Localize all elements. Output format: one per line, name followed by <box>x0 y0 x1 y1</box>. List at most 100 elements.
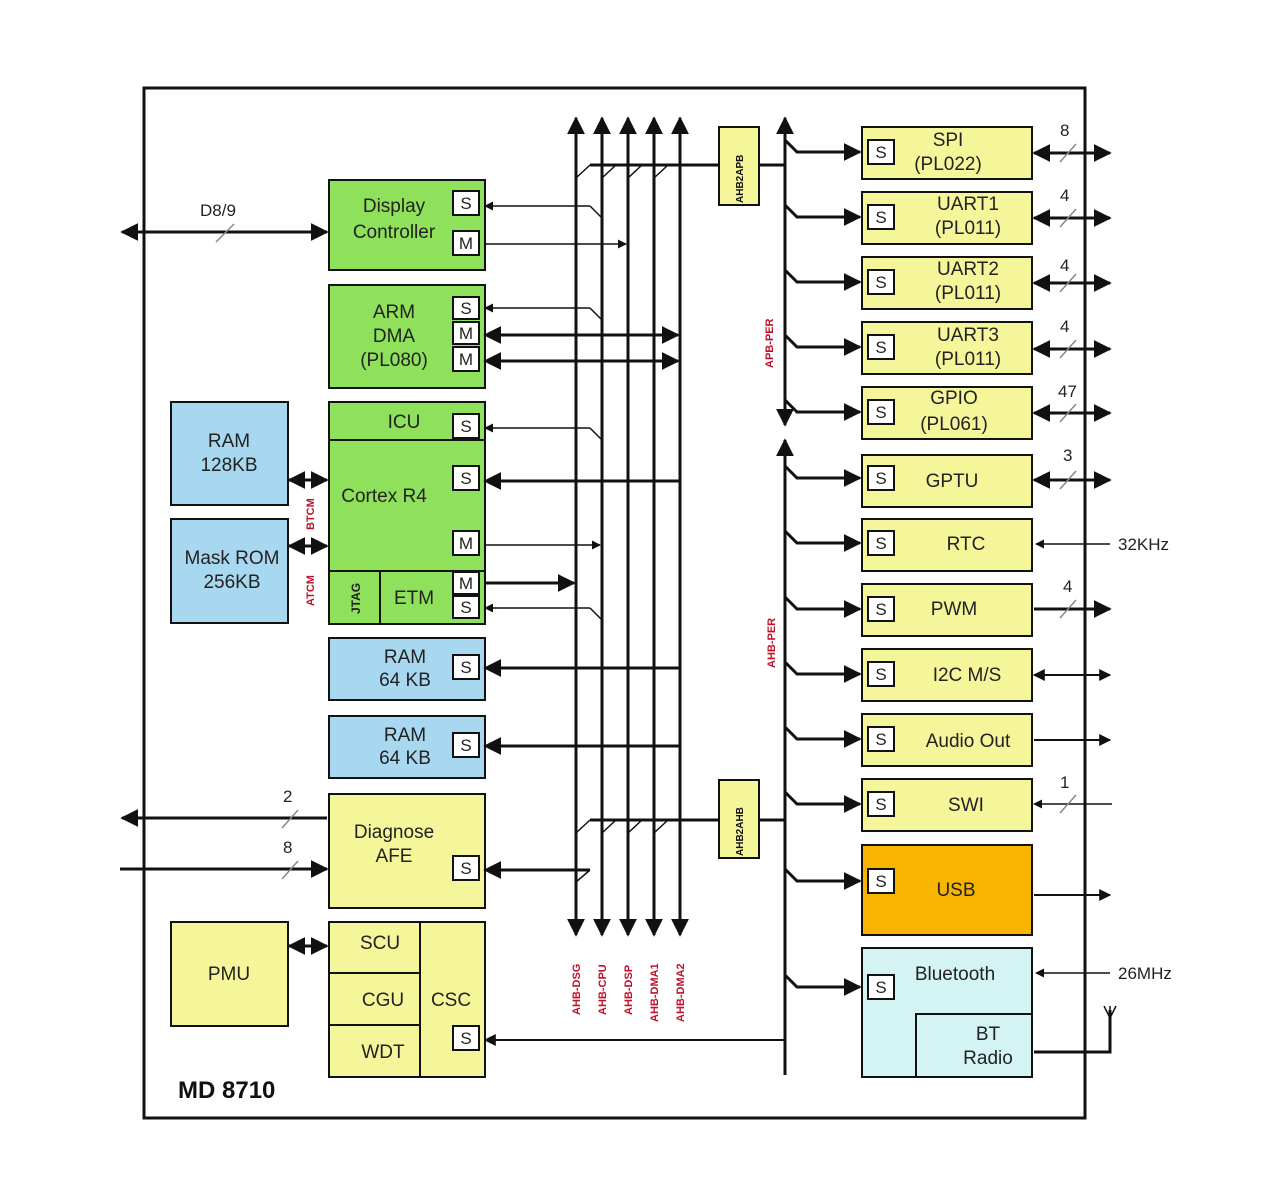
svg-text:S: S <box>875 730 886 749</box>
pmu-block <box>170 921 289 1027</box>
left-port-labels: S M S M M S S M M S S S S S <box>459 194 473 1048</box>
label-ahb-cpu: AHB-CPU <box>597 964 609 1015</box>
icu-label: ICU <box>388 412 421 433</box>
svg-text:S: S <box>875 403 886 422</box>
etm-label: ETM <box>394 588 434 609</box>
svg-text:S: S <box>875 273 886 292</box>
svg-text:(PL022): (PL022) <box>914 154 982 175</box>
svg-text:3: 3 <box>1063 446 1072 465</box>
svg-text:S: S <box>875 978 886 997</box>
svg-text:SPI: SPI <box>933 130 964 151</box>
svg-text:S: S <box>875 208 886 227</box>
left-external-signals <box>120 223 329 878</box>
diagnose-afe-block <box>328 793 486 909</box>
svg-text:4: 4 <box>1063 577 1072 596</box>
cgu-label: CGU <box>362 990 404 1011</box>
svg-text:GPTU: GPTU <box>926 471 979 492</box>
chip-frame <box>142 86 1087 1120</box>
svg-text:S: S <box>460 194 471 213</box>
mask-rom-block <box>170 518 289 624</box>
signal-diag-in: 8 <box>283 838 292 857</box>
svg-text:Audio Out: Audio Out <box>926 731 1011 752</box>
ahb-buses <box>567 116 794 1075</box>
svg-text:S: S <box>875 469 886 488</box>
svg-text:M: M <box>459 234 473 253</box>
ram-128-block <box>170 401 289 506</box>
csc-label: CSC <box>431 990 471 1011</box>
wdt-label: WDT <box>361 1042 405 1063</box>
right-labels: SPI (PL022) UART1 (PL011) UART2 (PL011) … <box>914 130 1013 1069</box>
ram-64b-label-1: RAM <box>384 725 426 746</box>
svg-text:I2C M/S: I2C M/S <box>933 665 1002 686</box>
antenna-icon <box>1103 1005 1117 1028</box>
svg-text:M: M <box>459 534 473 553</box>
display-controller-label-2: Controller <box>353 222 436 243</box>
scu-label: SCU <box>360 933 400 954</box>
label-ahb-per: AHB-PER <box>766 618 778 668</box>
bridge-ahb2ahb <box>718 779 760 859</box>
svg-text:4: 4 <box>1060 256 1069 275</box>
ram-64a-label-1: RAM <box>384 647 426 668</box>
diagnose-label-2: AFE <box>376 846 413 867</box>
svg-text:M: M <box>459 574 473 593</box>
left-ports <box>452 190 480 1051</box>
svg-text:Bluetooth: Bluetooth <box>915 964 995 985</box>
svg-text:S: S <box>875 338 886 357</box>
svg-text:(PL011): (PL011) <box>935 283 1001 304</box>
signal-diag-out: 2 <box>283 787 292 806</box>
svg-text:(PL061): (PL061) <box>920 414 988 435</box>
svg-text:SWI: SWI <box>948 795 984 816</box>
signal-d89: D8/9 <box>200 201 236 220</box>
bridge-ahb2apb-label: AHB2APB <box>735 155 746 203</box>
right-ports <box>867 139 895 1000</box>
mask-rom-label-1: Mask ROM <box>185 548 280 569</box>
diagnose-label-1: Diagnose <box>354 822 434 843</box>
ram-128-label-2: 128KB <box>200 455 257 476</box>
svg-text:RTC: RTC <box>947 534 986 555</box>
ram-64a-label-2: 64 KB <box>379 670 431 691</box>
svg-text:S: S <box>875 795 886 814</box>
svg-text:4: 4 <box>1060 186 1069 205</box>
svg-text:UART1: UART1 <box>937 194 999 215</box>
label-ahb-dsp: AHB-DSP <box>623 965 635 1015</box>
left-bus-links <box>483 201 785 1046</box>
right-signal-labels: 8 4 4 4 47 3 32KHz 4 1 26MHz <box>1058 121 1172 983</box>
chip-title: MD 8710 <box>178 1077 275 1104</box>
svg-text:S: S <box>460 299 471 318</box>
svg-text:S: S <box>460 598 471 617</box>
bridge-links <box>590 163 785 822</box>
svg-text:S: S <box>875 665 886 684</box>
svg-text:M: M <box>459 350 473 369</box>
svg-text:S: S <box>460 859 471 878</box>
svg-text:GPIO: GPIO <box>930 388 978 409</box>
svg-text:26MHz: 26MHz <box>1118 964 1172 983</box>
svg-text:(PL011): (PL011) <box>935 218 1001 239</box>
svg-text:UART3: UART3 <box>937 325 999 346</box>
svg-text:8: 8 <box>1060 121 1069 140</box>
svg-text:S: S <box>875 534 886 553</box>
bridge-ahb2apb <box>718 126 760 206</box>
arm-dma-label-2: DMA <box>373 326 416 347</box>
mask-rom-label-2: 256KB <box>203 572 260 593</box>
svg-text:S: S <box>460 736 471 755</box>
arm-dma-label-1: ARM <box>373 302 415 323</box>
display-controller-label-1: Display <box>363 196 426 217</box>
svg-text:S: S <box>460 417 471 436</box>
svg-text:S: S <box>460 1029 471 1048</box>
label-ahb-dma1: AHB-DMA1 <box>649 963 661 1022</box>
svg-text:Radio: Radio <box>963 1048 1013 1069</box>
right-bus-links <box>783 138 862 996</box>
svg-text:BT: BT <box>976 1024 1001 1045</box>
svg-text:1: 1 <box>1060 773 1069 792</box>
svg-text:S: S <box>460 658 471 677</box>
label-apb-per: APB-PER <box>764 318 776 368</box>
bridge-ahb2ahb-label: AHB2AHB <box>735 807 746 856</box>
atcm-label: ATCM <box>305 575 317 606</box>
system-control-block <box>328 921 486 1078</box>
svg-text:PWM: PWM <box>931 599 977 620</box>
svg-text:UART2: UART2 <box>937 259 999 280</box>
jtag-label: JTAG <box>349 583 363 614</box>
svg-text:S: S <box>875 600 886 619</box>
cortex-label: Cortex R4 <box>341 486 427 507</box>
